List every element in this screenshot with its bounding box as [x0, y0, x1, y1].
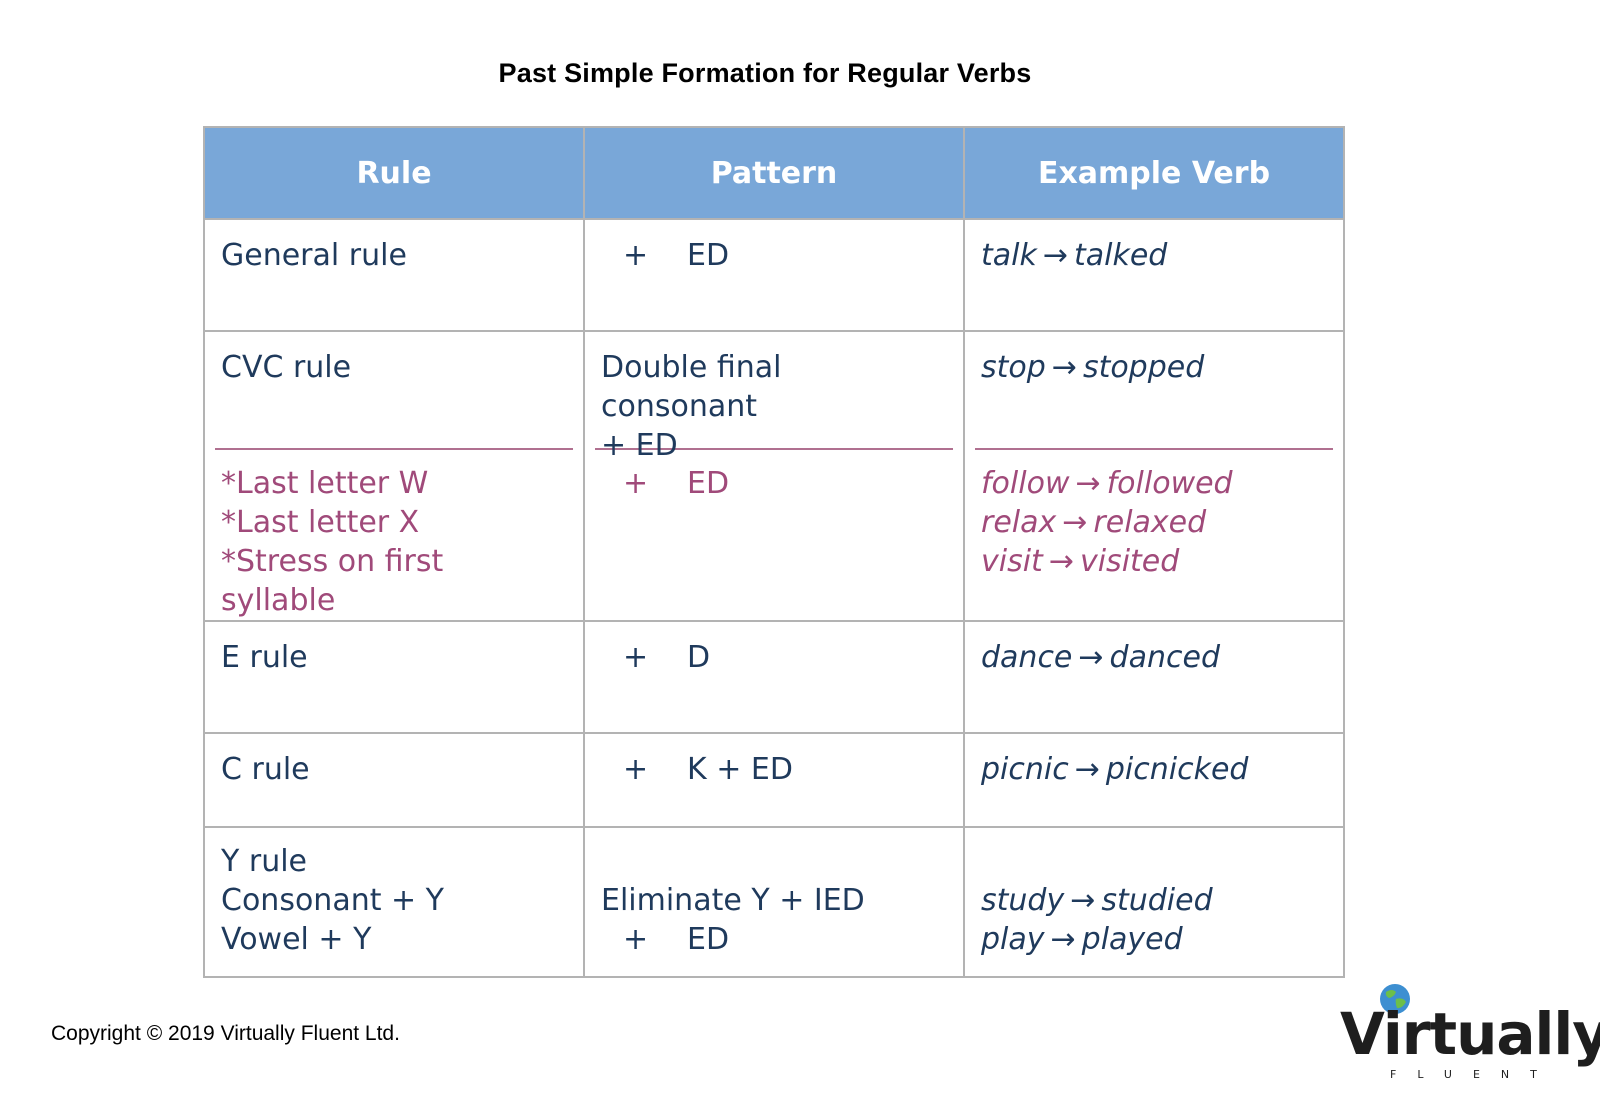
example-past: danced — [1109, 640, 1220, 675]
example-line: play→played — [981, 920, 1327, 959]
example-base: study — [981, 883, 1065, 918]
table-row: E rule +D dance→danced — [203, 620, 1345, 734]
pattern-suffix: ED — [687, 466, 730, 501]
example-past: visited — [1079, 544, 1180, 579]
example-base: dance — [981, 640, 1073, 675]
pattern-suffix: ED — [687, 238, 730, 273]
arrow-right-icon: → — [1048, 544, 1074, 579]
example-line: study→studied — [981, 881, 1327, 920]
pattern-cell: +D — [583, 620, 965, 734]
arrow-right-icon: → — [1051, 350, 1077, 385]
pattern-line: Double final consonant — [601, 350, 782, 424]
exception-divider — [975, 448, 1333, 450]
arrow-right-icon: → — [1042, 238, 1068, 273]
arrow-right-icon: → — [1062, 505, 1088, 540]
rule-line: Consonant + Y — [221, 883, 445, 918]
rule-cell: E rule — [203, 620, 585, 734]
arrow-right-icon: → — [1075, 466, 1101, 501]
pattern-line: + ED — [623, 236, 947, 275]
exception-example-line: relax→relaxed — [981, 503, 1327, 542]
example-past: studied — [1101, 883, 1213, 918]
example-cell: picnic→picnicked — [963, 732, 1345, 828]
exception-divider — [215, 448, 573, 450]
plus-sign: + — [623, 752, 649, 787]
rule-line: Y rule — [221, 844, 308, 879]
example-cell: talk→talked — [963, 218, 1345, 332]
pattern-cell: Eliminate Y + IED + ED — [583, 826, 965, 978]
rule-cell: CVC rule *Last letter W *Last letter X *… — [203, 330, 585, 622]
arrow-right-icon: → — [1074, 752, 1100, 787]
exception-pattern-line: + ED — [623, 464, 947, 503]
plus-sign: + — [623, 922, 649, 957]
example-base: visit — [981, 544, 1043, 579]
header-example-verb: Example Verb — [963, 126, 1345, 220]
exception-example-line: visit→visited — [981, 542, 1327, 581]
example-past: followed — [1106, 466, 1233, 501]
example-past: talked — [1074, 238, 1168, 273]
rule-line: Vowel + Y — [221, 922, 372, 957]
example-base: follow — [981, 466, 1070, 501]
globe-icon — [1380, 984, 1410, 1014]
example-past: played — [1081, 922, 1183, 957]
example-line: stop→stopped — [981, 348, 1327, 387]
plus-sign: + — [623, 238, 649, 273]
logo-subtitle: FLUENT — [1390, 1068, 1558, 1081]
pattern-cell: Double final consonant + ED + ED — [583, 330, 965, 622]
pattern-line: Eliminate Y + IED — [601, 883, 865, 918]
example-past: picnicked — [1105, 752, 1249, 787]
rule-line: E rule — [221, 640, 308, 675]
header-rule: Rule — [203, 126, 585, 220]
example-cell: study→studied play→played — [963, 826, 1345, 978]
table-row: General rule + ED talk→talked — [203, 218, 1345, 332]
example-past: stopped — [1082, 350, 1205, 385]
pattern-cell: + ED — [583, 218, 965, 332]
document-title: Past Simple Formation for Regular Verbs — [498, 58, 1032, 88]
example-cell: dance→danced — [963, 620, 1345, 734]
example-line: dance→danced — [981, 638, 1327, 677]
rule-line: CVC rule — [221, 350, 352, 385]
exception-rule-line: *Last letter X — [221, 505, 420, 540]
table-row: CVC rule *Last letter W *Last letter X *… — [203, 330, 1345, 622]
table-row: C rule + K + ED picnic→picnicked — [203, 732, 1345, 828]
rules-table: Rule Pattern Example Verb General rule +… — [203, 126, 1345, 978]
exception-divider — [595, 448, 953, 450]
plus-sign: + — [623, 640, 649, 675]
logo-wordmark: Virtually — [1340, 1000, 1600, 1068]
example-line: picnic→picnicked — [981, 750, 1327, 789]
rule-line: C rule — [221, 752, 310, 787]
pattern-line: + K + ED — [623, 750, 947, 789]
arrow-right-icon: → — [1070, 883, 1096, 918]
arrow-right-icon: → — [1050, 922, 1076, 957]
rule-line: General rule — [221, 238, 407, 273]
copyright-notice: Copyright © 2019 Virtually Fluent Ltd. — [51, 1022, 400, 1045]
header-pattern: Pattern — [583, 126, 965, 220]
example-line: talk→talked — [981, 236, 1327, 275]
table-row: Y rule Consonant + Y Vowel + Y Eliminate… — [203, 826, 1345, 978]
virtually-fluent-logo: Virtually FLUENT — [1340, 978, 1600, 1088]
arrow-right-icon: → — [1078, 640, 1104, 675]
pattern-line: + ED — [623, 920, 947, 959]
pattern-line: +D — [623, 638, 947, 677]
example-base: stop — [981, 350, 1046, 385]
exception-rule-line: *Last letter W — [221, 466, 429, 501]
example-past: relaxed — [1093, 505, 1207, 540]
table-header-row: Rule Pattern Example Verb — [203, 126, 1345, 220]
example-base: talk — [981, 238, 1037, 273]
pattern-line: + ED — [601, 428, 678, 463]
pattern-suffix: K + ED — [687, 752, 793, 787]
rule-cell: Y rule Consonant + Y Vowel + Y — [203, 826, 585, 978]
plus-sign: + — [623, 466, 649, 501]
pattern-suffix: ED — [687, 922, 730, 957]
example-base: relax — [981, 505, 1057, 540]
rule-cell: General rule — [203, 218, 585, 332]
example-cell: stop→stopped follow→followed relax→relax… — [963, 330, 1345, 622]
exception-rule-line: *Stress on first syllable — [221, 544, 444, 618]
example-base: picnic — [981, 752, 1069, 787]
pattern-cell: + K + ED — [583, 732, 965, 828]
example-base: play — [981, 922, 1045, 957]
exception-example-line: follow→followed — [981, 464, 1327, 503]
rule-cell: C rule — [203, 732, 585, 828]
pattern-suffix: D — [687, 640, 711, 675]
